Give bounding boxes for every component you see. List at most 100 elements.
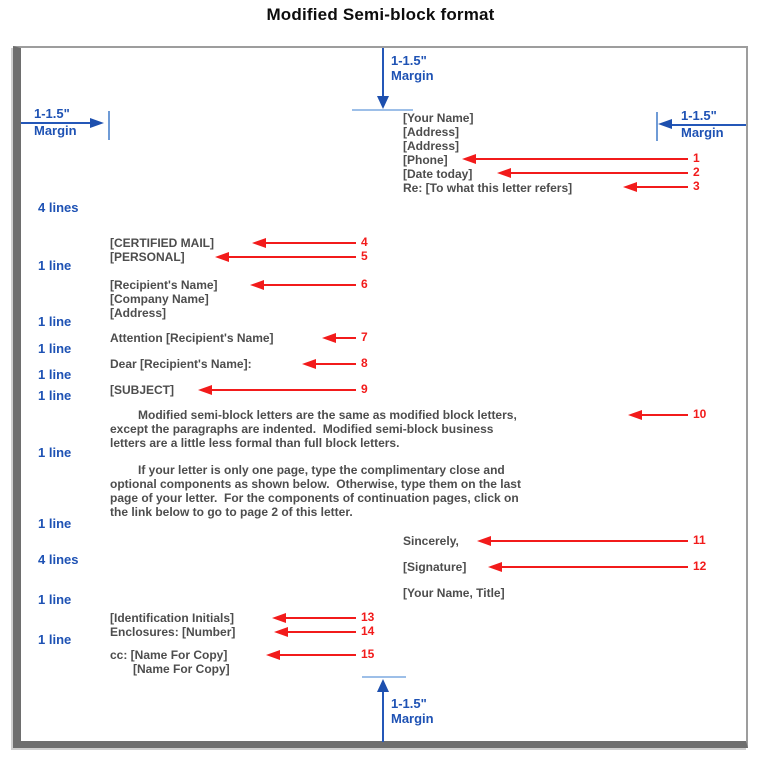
callout-arrowhead-icon xyxy=(488,562,502,572)
callout-arrowhead-icon xyxy=(252,238,266,248)
letter-line: [Recipient's Name] xyxy=(110,278,218,292)
spacing-label: 1 line xyxy=(38,314,72,329)
letter-line: [CERTIFIED MAIL] xyxy=(110,236,214,250)
margin-word-label: Margin xyxy=(391,68,434,83)
letter-line: letters are a little less formal than fu… xyxy=(110,436,400,450)
callout-number: 4 xyxy=(361,235,368,249)
callout-line xyxy=(490,540,688,542)
letter-line: Re: [To what this letter refers] xyxy=(403,181,573,195)
letter-line: [Company Name] xyxy=(110,292,209,306)
callout-line xyxy=(228,256,356,258)
margin-tick xyxy=(352,109,413,111)
callout-line xyxy=(315,363,356,365)
blue-arrow-line xyxy=(21,122,91,124)
callout-number: 9 xyxy=(361,382,368,396)
callout-line xyxy=(475,158,688,160)
callout-number: 12 xyxy=(693,559,707,573)
callout-number: 7 xyxy=(361,330,368,344)
callout-line xyxy=(279,654,356,656)
callout-arrowhead-icon xyxy=(302,359,316,369)
spacing-label: 1 line xyxy=(38,367,72,382)
margin-size-label: 1-1.5" xyxy=(391,696,427,711)
callout-arrowhead-icon xyxy=(198,385,212,395)
callout-arrowhead-icon xyxy=(322,333,336,343)
callout-arrowhead-icon xyxy=(250,280,264,290)
callout-line xyxy=(335,337,356,339)
callout-number: 13 xyxy=(361,610,375,624)
margin-size-label: 1-1.5" xyxy=(681,108,717,123)
letter-line: the link below to go to page 2 of this l… xyxy=(110,505,353,519)
letter-line: [Phone] xyxy=(403,153,448,167)
callout-number: 11 xyxy=(693,533,706,547)
letter-line: Sincerely, xyxy=(403,534,459,548)
letter-line: cc: [Name For Copy] xyxy=(110,648,228,662)
margin-size-label: 1-1.5" xyxy=(391,53,427,68)
callout-line xyxy=(211,389,356,391)
callout-arrowhead-icon xyxy=(623,182,637,192)
arrow-right-icon xyxy=(90,118,104,128)
letter-line: [Address] xyxy=(403,125,460,139)
arrow-down-icon xyxy=(377,96,389,109)
callout-number: 3 xyxy=(693,179,700,193)
spacing-label: 1 line xyxy=(38,516,72,531)
letter-line: [Your Name, Title] xyxy=(403,586,505,600)
spacing-label: 4 lines xyxy=(38,552,79,567)
letter-line: Attention [Recipient's Name] xyxy=(110,331,274,345)
callout-line xyxy=(285,617,356,619)
letter-page-box xyxy=(13,46,748,748)
letter-line: Modified semi-block letters are the same… xyxy=(138,408,517,422)
letter-line: If your letter is only one page, type th… xyxy=(138,463,505,477)
spacing-label: 1 line xyxy=(38,632,72,647)
blue-arrow-line xyxy=(382,692,384,742)
callout-line xyxy=(287,631,356,633)
callout-line xyxy=(265,242,356,244)
letter-line: [Name For Copy] xyxy=(133,662,230,676)
callout-arrowhead-icon xyxy=(266,650,280,660)
callout-number: 8 xyxy=(361,356,368,370)
margin-word-label: Margin xyxy=(391,711,434,726)
letter-line: except the paragraphs are indented. Modi… xyxy=(110,422,494,436)
page-title: Modified Semi-block format xyxy=(266,5,495,24)
letter-line: [SUBJECT] xyxy=(110,383,175,397)
letter-line: [Your Name] xyxy=(403,111,474,125)
blue-arrow-line xyxy=(672,124,746,126)
callout-arrowhead-icon xyxy=(462,154,476,164)
letter-line: Enclosures: [Number] xyxy=(110,625,236,639)
letter-line: optional components as shown below. Othe… xyxy=(110,477,521,491)
callout-number: 14 xyxy=(361,624,375,638)
callout-line xyxy=(510,172,688,174)
callout-arrowhead-icon xyxy=(215,252,229,262)
callout-line xyxy=(263,284,356,286)
margin-word-label: Margin xyxy=(681,125,724,140)
letter-line: [Address] xyxy=(403,139,460,153)
letter-line: [PERSONAL] xyxy=(110,250,185,264)
spacing-label: 4 lines xyxy=(38,200,79,215)
margin-tick xyxy=(656,112,658,141)
callout-number: 1 xyxy=(693,151,700,165)
callout-line xyxy=(636,186,688,188)
spacing-label: 1 line xyxy=(38,388,72,403)
callout-number: 6 xyxy=(361,277,368,291)
margin-size-label: 1-1.5" xyxy=(34,106,70,121)
callout-number: 15 xyxy=(361,647,375,661)
letter-line: Dear [Recipient's Name]: xyxy=(110,357,252,371)
margin-tick xyxy=(108,111,110,140)
letter-line: [Signature] xyxy=(403,560,467,574)
callout-arrowhead-icon xyxy=(272,613,286,623)
callout-line xyxy=(641,414,688,416)
callout-number: 10 xyxy=(693,407,707,421)
callout-arrowhead-icon xyxy=(477,536,491,546)
callout-arrowhead-icon xyxy=(274,627,288,637)
spacing-label: 1 line xyxy=(38,592,72,607)
callout-arrowhead-icon xyxy=(628,410,642,420)
callout-line xyxy=(501,566,688,568)
arrow-up-icon xyxy=(377,679,389,692)
letter-line: [Date today] xyxy=(403,167,473,181)
letter-line: [Address] xyxy=(110,306,167,320)
spacing-label: 1 line xyxy=(38,341,72,356)
letter-line: [Identification Initials] xyxy=(110,611,235,625)
margin-tick xyxy=(362,676,406,678)
callout-arrowhead-icon xyxy=(497,168,511,178)
blue-arrow-line xyxy=(382,48,384,98)
